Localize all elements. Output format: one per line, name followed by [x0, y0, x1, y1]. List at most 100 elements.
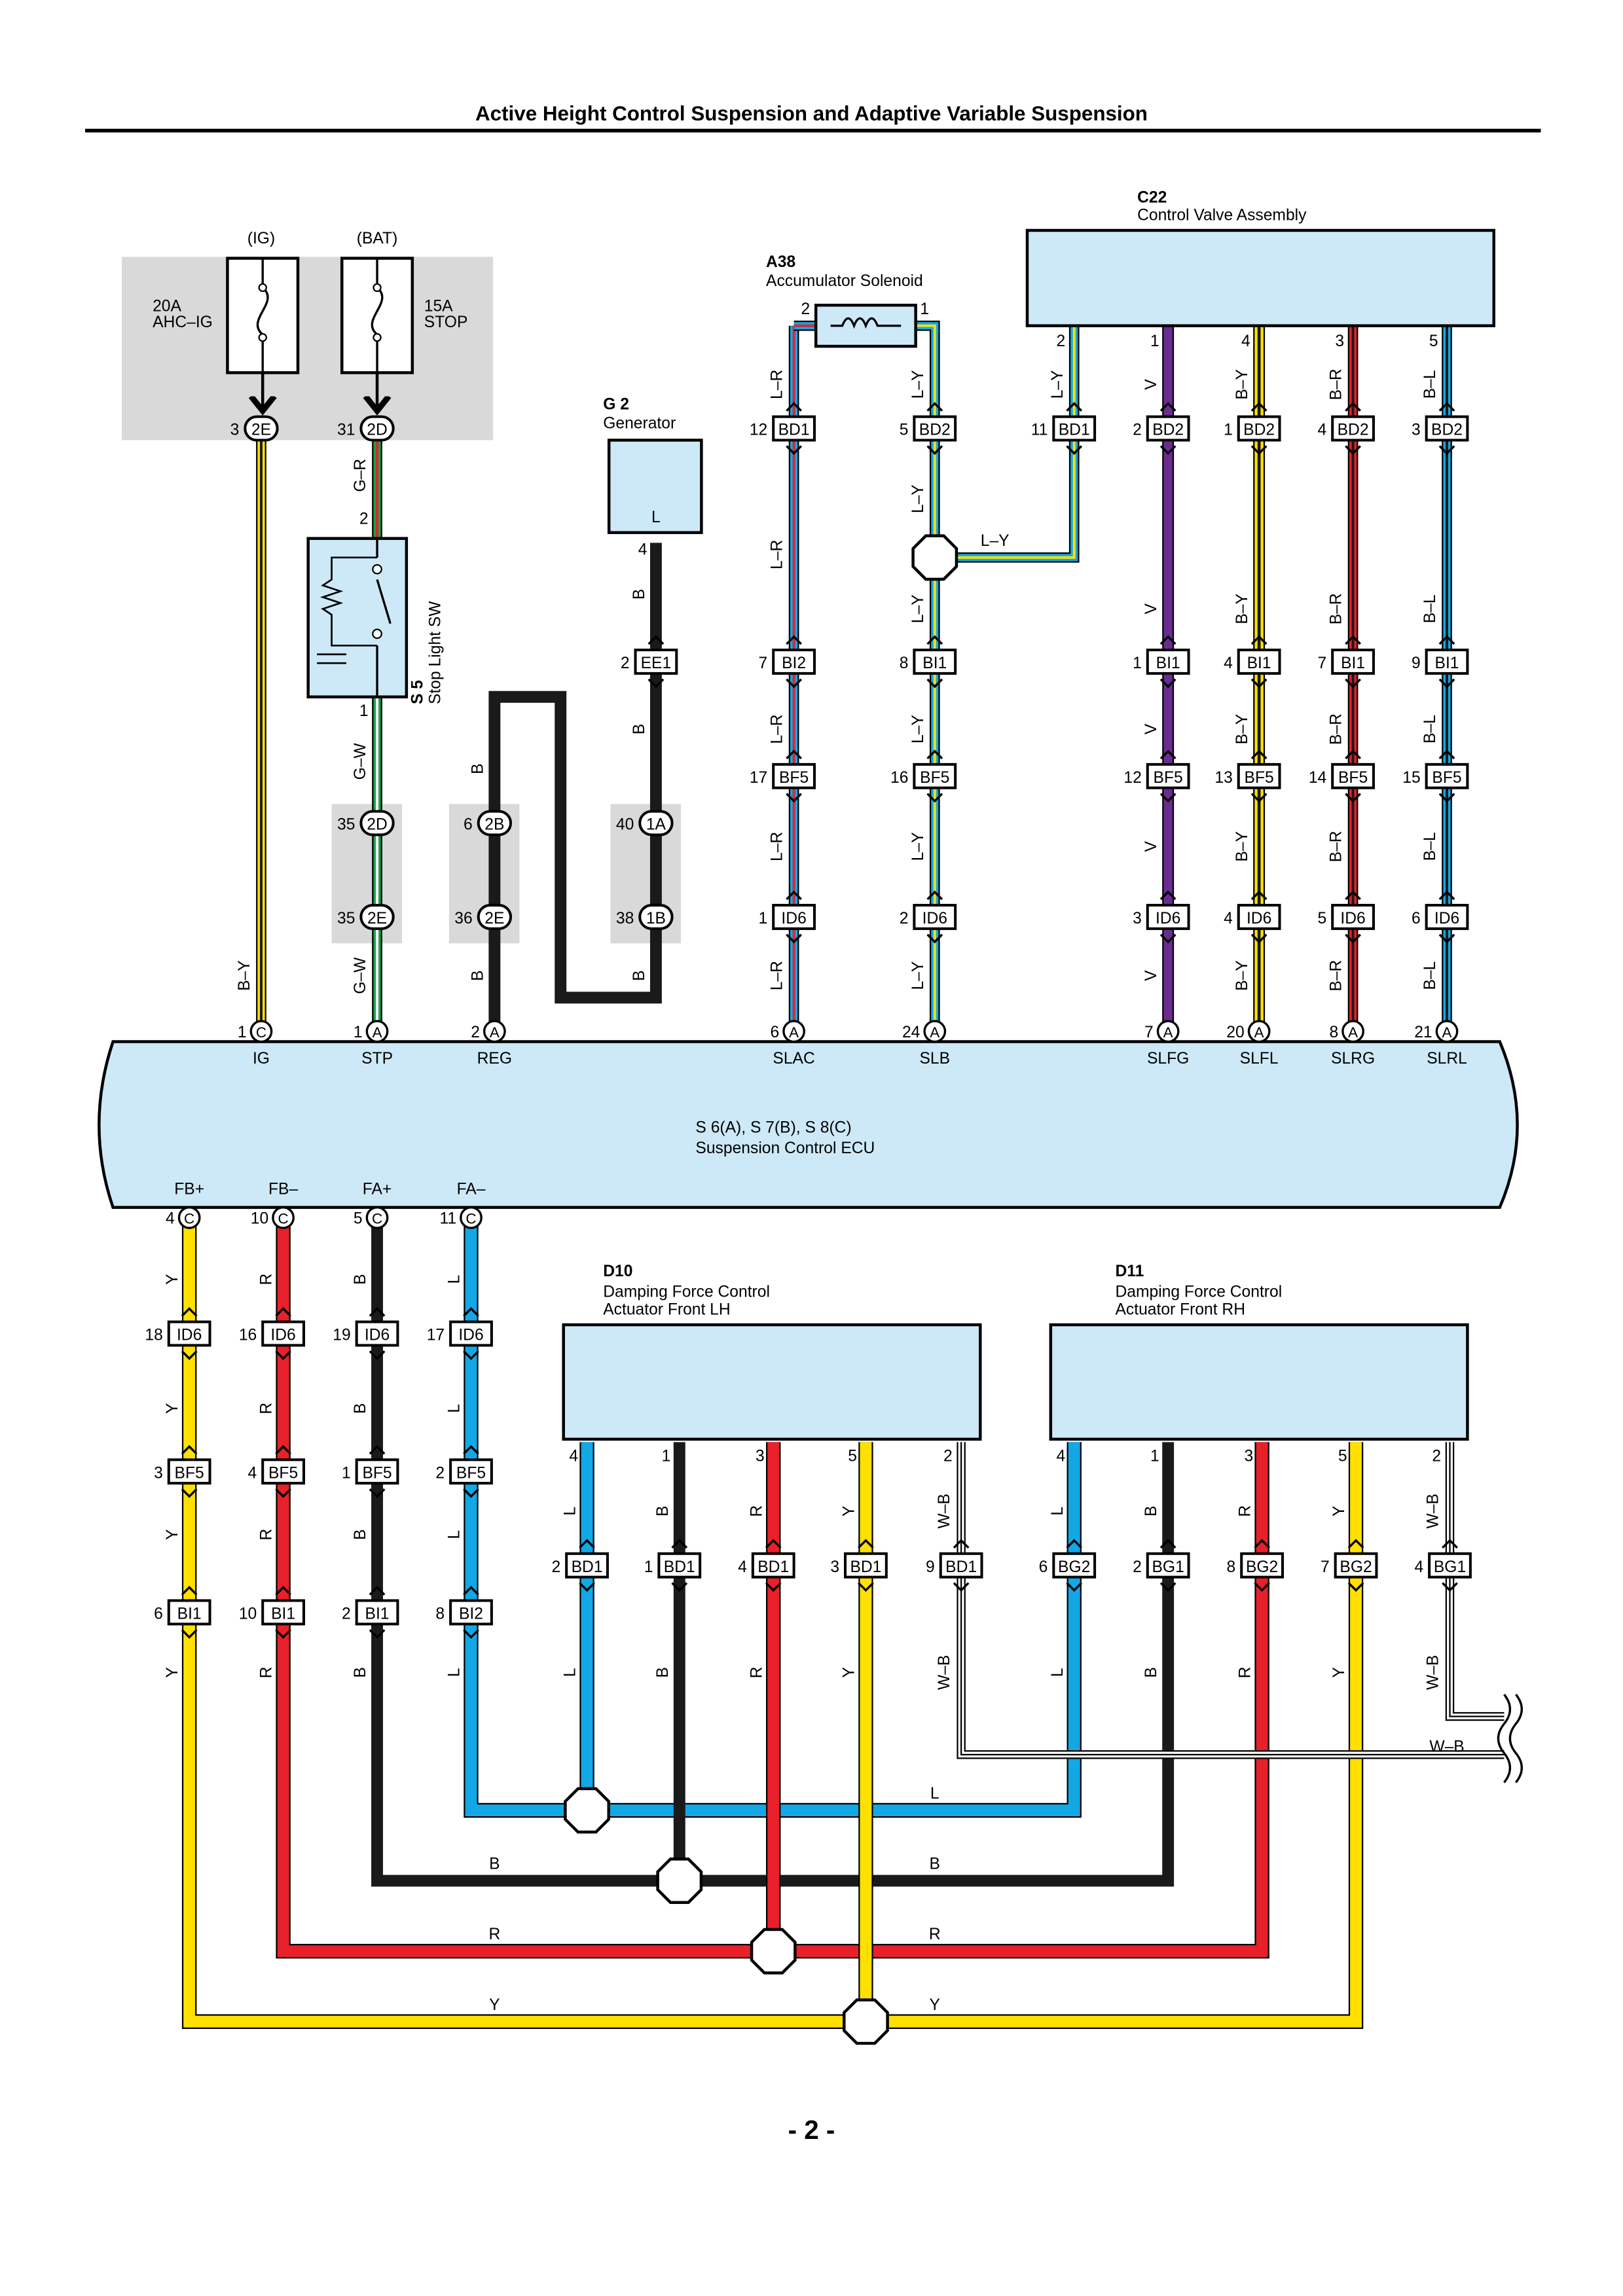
wire-color-label: G–W — [352, 743, 369, 780]
mate-mark — [1345, 678, 1361, 689]
wire-color-label: R — [258, 1403, 276, 1414]
terminal-name: SLRG — [1331, 1050, 1375, 1067]
terminal-name: FA+ — [363, 1181, 392, 1198]
wire-color-label: B–R — [1328, 368, 1345, 400]
connector-box — [1146, 904, 1190, 930]
wire-color-label: B–R — [1328, 713, 1345, 745]
connector-pin: 4 — [1224, 655, 1233, 672]
connector-id: BG2 — [1058, 1558, 1090, 1576]
pin-conn: C — [278, 1210, 288, 1227]
pin-number: 24 — [902, 1024, 920, 1041]
connector-box — [1428, 1552, 1472, 1579]
connector-box — [1237, 415, 1281, 442]
connector-id: ID6 — [270, 1327, 295, 1344]
pin-number: 5 — [354, 1210, 363, 1227]
connector-box — [1146, 1552, 1190, 1579]
wire-color-label: L — [446, 1404, 464, 1413]
mate-mark — [463, 1350, 479, 1361]
switch-contact — [372, 564, 382, 575]
pin-number: 4 — [1057, 1448, 1066, 1465]
mate-mark — [1345, 933, 1361, 944]
component-name: Actuator Front LH — [603, 1300, 730, 1318]
connector-pin: 14 — [1309, 769, 1326, 787]
mate-mark — [1345, 793, 1361, 803]
wire-color-label: V — [1142, 379, 1160, 390]
fuse-terminal — [258, 332, 267, 342]
wire-color-label: B–L — [1421, 594, 1439, 623]
connector-box — [657, 1552, 702, 1579]
connector-id: ID6 — [922, 910, 947, 927]
wire-color-label: L — [446, 1668, 464, 1677]
mate-mark — [1442, 1582, 1458, 1592]
connector-box — [913, 649, 957, 675]
connector-id: BD2 — [919, 422, 951, 439]
wire — [1447, 1442, 1504, 1720]
connector-pin: 12 — [750, 422, 767, 439]
wire-color-label: W–B — [936, 1494, 953, 1528]
connector-pin: 1 — [1224, 422, 1233, 439]
wire-color-label: L–Y — [909, 961, 927, 990]
connector-pin: 10 — [239, 1605, 257, 1623]
connector-id: BD1 — [757, 1558, 789, 1576]
terminal-name: SLFG — [1147, 1050, 1189, 1067]
d10-box — [562, 1323, 982, 1441]
pin-circle — [460, 1206, 483, 1229]
wire-color-label: W–B — [1429, 1738, 1464, 1755]
mate-mark — [786, 445, 802, 456]
pin-number: 1 — [359, 702, 369, 720]
mate-mark — [671, 1539, 688, 1549]
connector-pin: 1 — [342, 1464, 351, 1482]
pin-conn: A — [789, 1024, 799, 1041]
connector-box — [355, 1599, 399, 1626]
mate-mark — [275, 1629, 291, 1639]
connector-box — [939, 1552, 983, 1579]
pin-conn: A — [930, 1024, 939, 1041]
mate-mark — [765, 1539, 782, 1549]
g2-box — [607, 439, 703, 534]
wire-outline — [957, 1442, 1504, 1759]
pin-number: 6 — [770, 1024, 779, 1041]
connector-box — [1331, 762, 1375, 789]
connector-id: BF5 — [1245, 769, 1274, 787]
pin-number: 2 — [1432, 1448, 1441, 1465]
mate-mark — [786, 749, 802, 760]
connector-pin: 9 — [926, 1558, 935, 1576]
mate-mark — [181, 1488, 198, 1498]
connector-pin: 16 — [239, 1327, 257, 1344]
wire-color-label: L–R — [769, 540, 786, 569]
fuse-terminal — [373, 283, 382, 293]
mate-mark — [1159, 635, 1176, 645]
connector-id: BI1 — [1156, 655, 1180, 672]
mate-mark — [953, 1539, 970, 1549]
connector-pin: 3 — [1412, 422, 1421, 439]
joint-id: 2D — [367, 422, 388, 439]
c22-box — [1025, 228, 1495, 327]
connector-pin: 7 — [1321, 1558, 1330, 1576]
pin-circle — [272, 1206, 295, 1229]
mate-mark — [786, 635, 802, 645]
connector-pin: 8 — [1227, 1558, 1236, 1576]
mate-mark — [1066, 445, 1083, 456]
connector-id: BG2 — [1340, 1558, 1372, 1576]
wire-color-label: B — [654, 1506, 672, 1516]
pin-number: 1 — [1150, 332, 1159, 350]
connector-box — [167, 1599, 211, 1626]
connector-pin: 6 — [154, 1605, 163, 1623]
wire-color-label: G–R — [352, 459, 369, 492]
connector-pin: 7 — [1318, 655, 1327, 672]
mate-mark — [1159, 793, 1176, 803]
